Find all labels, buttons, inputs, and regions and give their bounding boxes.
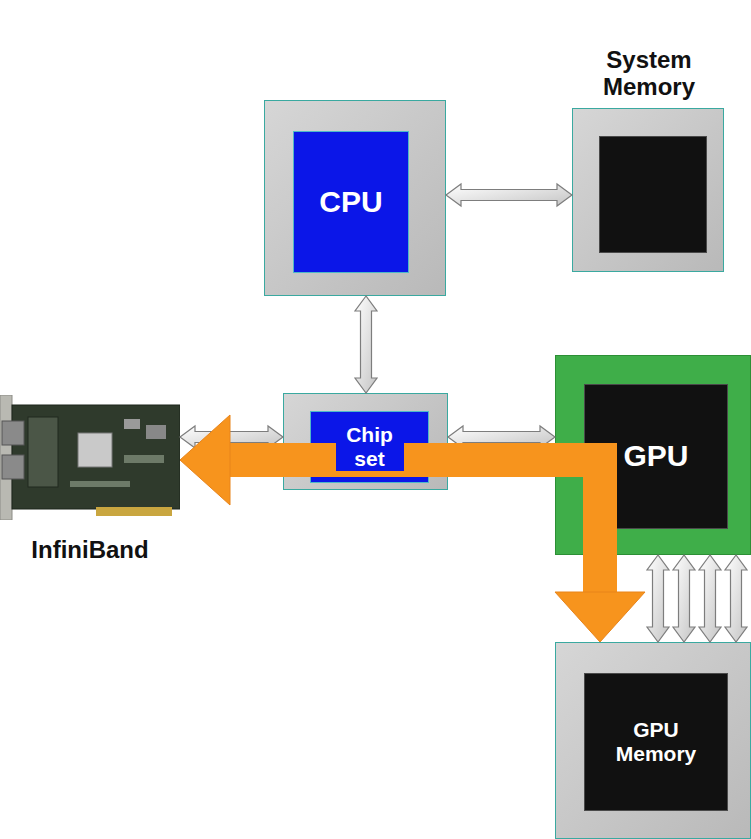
hollow-arrow	[673, 555, 695, 642]
network-card: InfiniBand	[0, 395, 180, 520]
bus-arrow	[673, 555, 695, 642]
card-edge-connector	[96, 507, 172, 516]
card-board	[12, 405, 180, 509]
data-path-head	[555, 592, 645, 642]
label-holder: InfiniBand	[0, 530, 180, 570]
bus-arrow	[647, 555, 669, 642]
infiniband-card-picture	[0, 395, 180, 520]
card-part	[124, 419, 140, 429]
card-part	[124, 455, 164, 463]
part-name: Chip set	[336, 423, 404, 471]
hollow-arrow	[699, 555, 721, 642]
heading-holder: System Memory	[543, 5, 751, 101]
card-part	[70, 481, 130, 487]
component-core: CPU	[293, 131, 409, 273]
data-path-head	[180, 415, 230, 505]
card-port	[2, 455, 24, 479]
card-part	[146, 425, 166, 439]
component-core	[599, 136, 707, 253]
bus-arrow	[446, 184, 572, 206]
card-port	[2, 421, 24, 445]
component-box: GPU Memory	[555, 642, 751, 839]
part-name: GPU	[621, 439, 690, 474]
part-name: GPU Memory	[604, 718, 708, 766]
card-chip	[78, 433, 112, 467]
bus-arrow	[699, 555, 721, 642]
bus-arrow	[355, 296, 377, 393]
hollow-arrow	[355, 296, 377, 393]
bus-arrow	[725, 555, 747, 642]
card-cage	[28, 417, 58, 487]
component-core: GPU Memory	[584, 673, 728, 811]
component-box: System Memory	[572, 108, 724, 272]
data-path-arrow	[180, 415, 645, 642]
hollow-arrow	[446, 184, 572, 206]
hollow-arrow	[647, 555, 669, 642]
part-name: CPU	[317, 185, 384, 220]
part-label: InfiniBand	[29, 536, 150, 564]
part-heading: System Memory	[582, 46, 716, 101]
component-box: CPU	[264, 100, 446, 296]
data-path-shaft	[230, 460, 600, 592]
hollow-arrow	[725, 555, 747, 642]
